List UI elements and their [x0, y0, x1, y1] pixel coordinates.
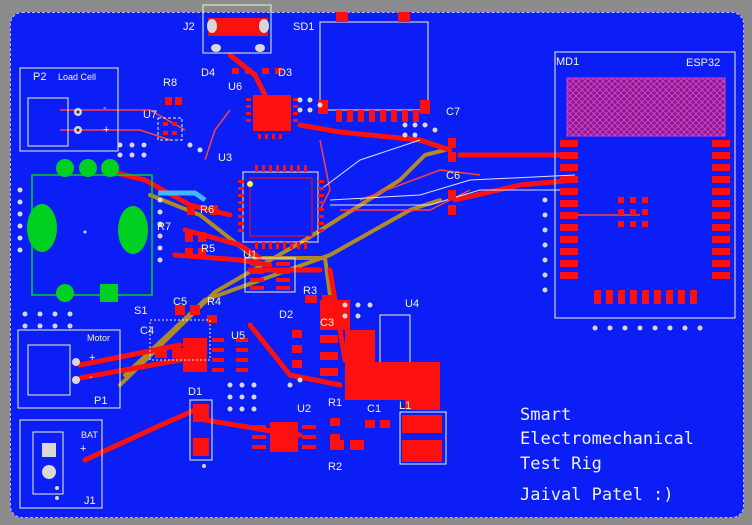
u5-ic [183, 338, 248, 372]
u1-ic [244, 257, 296, 293]
p1-minus-mark: - [89, 371, 93, 383]
refdes-p1: P1 [94, 395, 108, 407]
refdes-u4: U4 [405, 298, 420, 310]
title-line-3: Test Rig [520, 454, 602, 474]
refdes-md1: MD1 [556, 56, 580, 68]
module-name: ESP32 [686, 57, 721, 69]
title-line-4: Jaival Patel :) [520, 485, 674, 505]
u6-ic [232, 68, 298, 139]
refdes-c6: C6 [446, 170, 461, 182]
p2-connector [19, 67, 119, 152]
refdes-u2: U2 [297, 403, 312, 415]
refdes-j1: J1 [84, 495, 96, 507]
refdes-d3: D3 [278, 67, 293, 79]
load-cell-footprint [27, 159, 153, 302]
refdes-u3: U3 [218, 152, 233, 164]
motor-label: Motor [87, 333, 111, 343]
d2-c3-parts [292, 330, 338, 376]
title-line-1: Smart [520, 405, 572, 425]
j1-connector [19, 419, 103, 509]
refdes-r1: R1 [328, 397, 343, 409]
refdes-s1: S1 [134, 305, 148, 317]
d1-diode [189, 399, 213, 461]
refdes-r7: R7 [157, 221, 172, 233]
u3-mcu [238, 165, 324, 249]
refdes-u1: U1 [243, 249, 258, 261]
refdes-j2: J2 [183, 21, 195, 33]
p2-minus-mark: - [103, 102, 107, 114]
u7-ic [157, 97, 183, 141]
refdes-c1: C1 [367, 403, 382, 415]
u2-regulator [252, 422, 316, 452]
refdes-c4: C4 [140, 325, 155, 337]
refdes-r3: R3 [303, 285, 318, 297]
load-cell-label: Load Cell [58, 72, 97, 82]
p1-plus-mark: + [89, 352, 96, 364]
j2-usb-connector [202, 4, 272, 54]
refdes-u6: U6 [228, 81, 243, 93]
p1-connector [17, 329, 121, 409]
title-line-2: Electromechanical [520, 429, 694, 449]
refdes-r8: R8 [163, 77, 178, 89]
refdes-u7: U7 [143, 109, 158, 121]
passives [155, 138, 456, 450]
refdes-c5: C5 [173, 296, 188, 308]
bat-label: BAT [81, 430, 98, 440]
p2-plus-mark: + [103, 124, 110, 136]
refdes-p2: P2 [33, 71, 47, 83]
u4-power [320, 300, 447, 465]
refdes-r6: R6 [200, 204, 215, 216]
j1-plus-mark: + [80, 443, 87, 455]
refdes-r4: R4 [207, 296, 222, 308]
refdes-d2: D2 [279, 309, 294, 321]
refdes-r5: R5 [201, 243, 216, 255]
refdes-u5: U5 [231, 330, 246, 342]
refdes-d1: D1 [188, 386, 203, 398]
esp32-module [554, 51, 736, 319]
blue-segment [158, 190, 207, 203]
refdes-sd1: SD1 [293, 21, 315, 33]
sd-card-slot [318, 12, 430, 122]
refdes-r2: R2 [328, 461, 343, 473]
s1-switch [149, 319, 211, 361]
refdes-c3: C3 [320, 317, 335, 329]
refdes-d4: D4 [201, 67, 216, 79]
vias [17, 97, 703, 500]
refdes-c7: C7 [446, 106, 461, 118]
refdes-l1: L1 [399, 400, 412, 412]
